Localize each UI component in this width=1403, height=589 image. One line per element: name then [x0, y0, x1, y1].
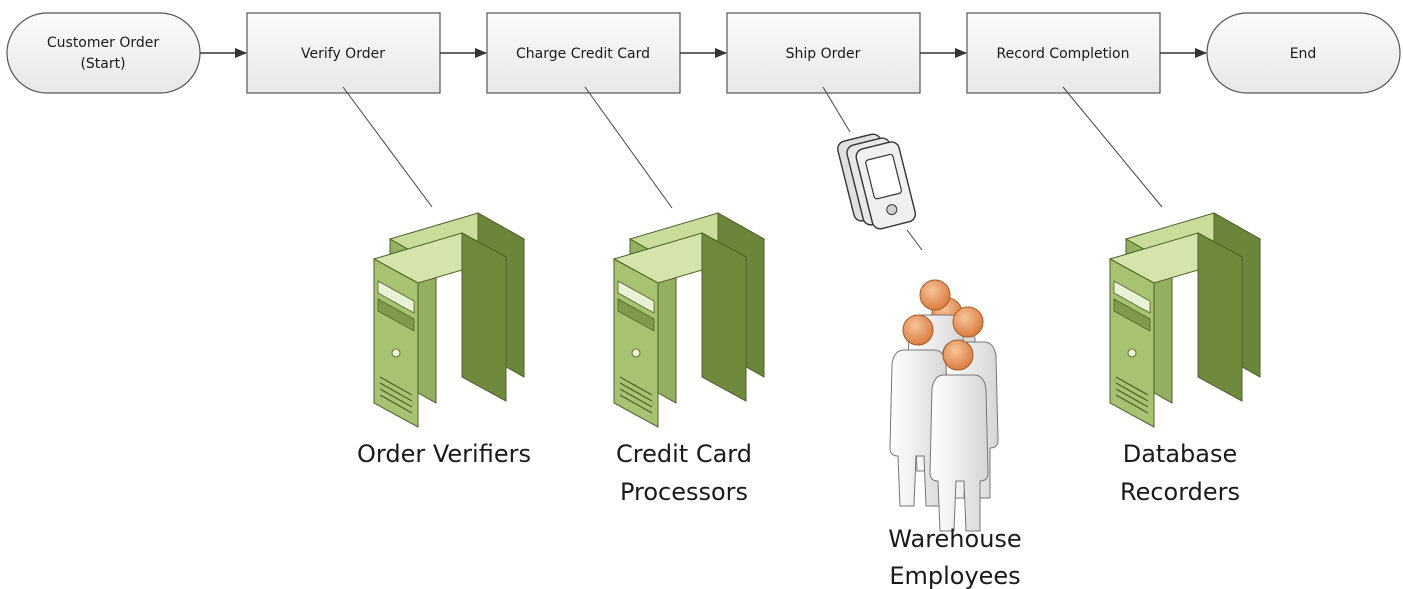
- start-terminal: Customer Order (Start): [6, 12, 201, 94]
- actor-label-database: Database: [1123, 440, 1238, 468]
- actor-label-order-verifiers: Order Verifiers: [357, 440, 531, 468]
- actor-label-employees: Employees: [889, 562, 1020, 589]
- end-label: End: [1290, 46, 1317, 62]
- start-label-line1: Customer Order: [47, 35, 159, 51]
- step-ship-order: Ship Order: [726, 12, 921, 94]
- step-verify-order: Verify Order: [246, 12, 441, 94]
- connector-line: [822, 86, 851, 133]
- actor-label-recorders: Recorders: [1120, 478, 1240, 506]
- step-label: Record Completion: [996, 46, 1129, 62]
- connector-line: [1062, 86, 1163, 208]
- actor-label-credit-card: Credit Card: [616, 440, 752, 468]
- actor-label-warehouse: Warehouse: [888, 525, 1021, 553]
- step-label: Charge Credit Card: [516, 46, 650, 62]
- step-record-completion: Record Completion: [966, 12, 1161, 94]
- connector-line: [584, 86, 673, 209]
- step-charge-credit-card: Charge Credit Card: [486, 12, 681, 94]
- start-label-line2: (Start): [80, 56, 125, 72]
- handheld-devices-icon: [837, 133, 917, 230]
- step-label: Verify Order: [301, 46, 385, 62]
- end-terminal: End: [1206, 12, 1401, 94]
- server-icon: [612, 212, 766, 428]
- connector-line: [342, 86, 433, 208]
- server-icon: [1108, 212, 1262, 428]
- actor-label-processors: Processors: [620, 478, 748, 506]
- connector-line: [906, 229, 923, 251]
- step-label: Ship Order: [786, 46, 861, 62]
- server-icon: [372, 212, 526, 428]
- people-icon: [889, 279, 999, 532]
